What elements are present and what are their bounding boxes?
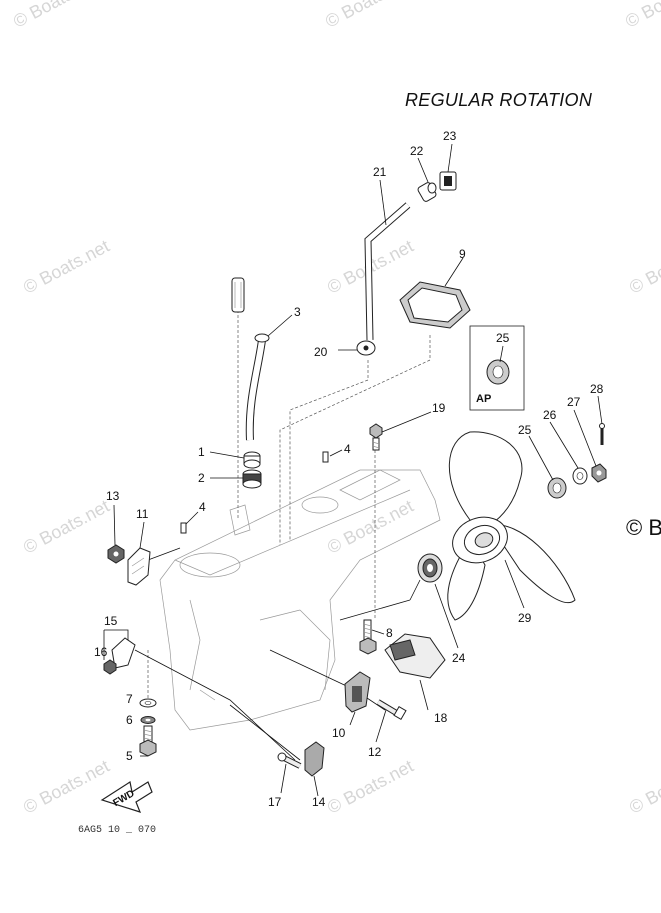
callout-number: 23 bbox=[443, 129, 457, 143]
clip bbox=[439, 171, 457, 191]
ap-label: AP bbox=[476, 393, 491, 405]
trim-tab bbox=[384, 633, 446, 679]
bolt-5 bbox=[139, 725, 157, 757]
callout-number: 4 bbox=[344, 442, 351, 456]
bolt-8 bbox=[359, 619, 377, 655]
callout-number: 17 bbox=[268, 795, 282, 809]
callout-number: 22 bbox=[410, 144, 424, 158]
callout-number: 7 bbox=[126, 692, 133, 706]
dowel-pin bbox=[180, 522, 187, 534]
callout-number: 13 bbox=[106, 489, 120, 503]
bolt-12 bbox=[376, 699, 407, 721]
grommet-2 bbox=[242, 469, 262, 489]
callout-number: 25 bbox=[496, 331, 510, 345]
propeller bbox=[447, 431, 576, 621]
water-tube-insert bbox=[231, 277, 245, 313]
washer-7 bbox=[139, 698, 157, 708]
callout-number: 29 bbox=[518, 611, 532, 625]
anode-10 bbox=[344, 671, 371, 713]
nut-13 bbox=[107, 544, 125, 564]
gasket bbox=[399, 281, 471, 329]
pipe bbox=[364, 202, 411, 341]
callout-number: 2 bbox=[198, 471, 205, 485]
callout-number: 12 bbox=[368, 745, 382, 759]
grommet-1 bbox=[243, 451, 261, 469]
callout-number: 25 bbox=[518, 423, 532, 437]
callout-number: 10 bbox=[332, 726, 346, 740]
watermark-edge: © B bbox=[626, 515, 661, 540]
callout-number: 14 bbox=[312, 795, 326, 809]
cover-11 bbox=[127, 547, 151, 586]
callout-number: 8 bbox=[386, 626, 393, 640]
callout-number: 11 bbox=[136, 507, 149, 521]
lower-unit-housing bbox=[159, 469, 441, 731]
grommet-22 bbox=[417, 182, 437, 202]
callout-number: 5 bbox=[126, 749, 133, 763]
callout-number: 3 bbox=[294, 305, 301, 319]
fitting bbox=[356, 340, 376, 356]
callout-number: 1 bbox=[198, 445, 205, 459]
callout-number: 18 bbox=[434, 711, 448, 725]
callout-numbers: 1 2 3 4 4 5 6 7 8 9 10 11 12 13 14 15 16… bbox=[94, 129, 604, 809]
spacer-24 bbox=[417, 553, 443, 583]
diagram-code: 6AG5 10 _ 070 bbox=[78, 825, 157, 836]
cotter-pin bbox=[599, 423, 605, 445]
callout-number: 20 bbox=[314, 345, 328, 359]
washer-26 bbox=[572, 467, 588, 485]
callout-number: 19 bbox=[432, 401, 446, 415]
callout-number: 21 bbox=[373, 165, 387, 179]
nut-27 bbox=[591, 463, 607, 483]
washer-6 bbox=[140, 716, 156, 724]
bolt-19 bbox=[369, 423, 383, 451]
spacer-25 bbox=[547, 477, 567, 499]
callout-number: 4 bbox=[199, 500, 206, 514]
nut-16 bbox=[103, 659, 117, 675]
dowel-pin bbox=[322, 451, 329, 463]
anode-14 bbox=[304, 741, 325, 777]
callout-number: 16 bbox=[94, 645, 108, 659]
bolt-17 bbox=[277, 752, 302, 769]
callout-number: 26 bbox=[543, 408, 557, 422]
callout-number: 15 bbox=[104, 614, 118, 628]
callout-number: 6 bbox=[126, 713, 133, 727]
callout-number: 9 bbox=[459, 247, 466, 261]
callout-number: 28 bbox=[590, 382, 604, 396]
diagram-title: REGULAR ROTATION bbox=[405, 90, 593, 110]
ap-inset-box: AP bbox=[469, 325, 525, 411]
water-tube bbox=[245, 333, 270, 441]
callout-number: 27 bbox=[567, 395, 581, 409]
callout-number: 24 bbox=[452, 651, 466, 665]
fwd-arrow: FWD bbox=[100, 781, 153, 813]
callout-leaders bbox=[103, 143, 603, 797]
